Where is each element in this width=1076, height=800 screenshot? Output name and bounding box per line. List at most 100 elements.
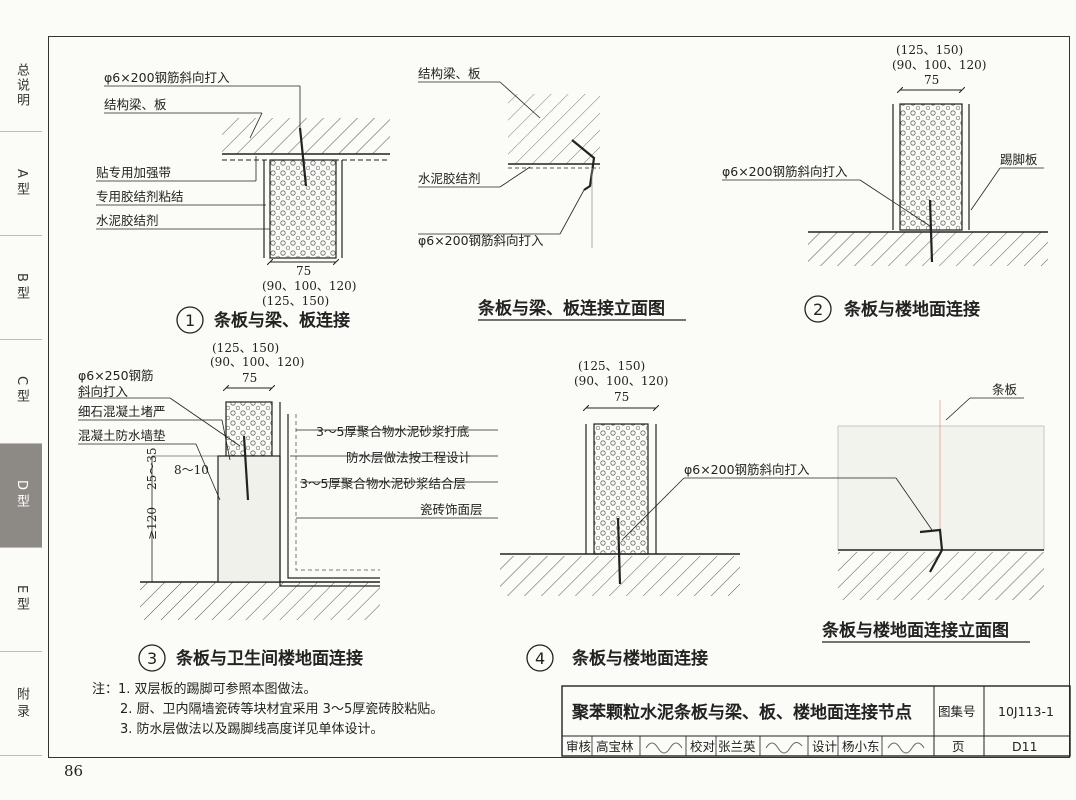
wall-panel [269,159,337,259]
atlas-number: 10J113-1 [998,704,1054,719]
checker-signature [765,742,803,754]
d1-dim-alt1: (90、100、120) [262,279,356,293]
d1-tape-label: 贴专用加强带 [96,165,171,180]
checker-name: 张兰英 [718,739,756,754]
d1-number-circle [176,306,204,334]
elev1-title: 条板与梁、板连接立面图 [477,298,665,319]
elev1-rebar-label: φ6×200钢筋斜向打入 [418,233,544,248]
note-item: 3. 防水层做法以及踢脚线高度详见单体设计。 [120,722,384,737]
d2-number-circle [804,295,832,323]
side-tab-c[interactable]: C型 [0,340,42,444]
d4-rebar-label: φ6×200钢筋斜向打入 [684,462,810,477]
drawing-frame [48,36,1070,758]
d1-dim-alt2: (125、150) [262,294,329,308]
d3-number-circle [138,644,166,672]
d4-dim-alt1: (90、100、120) [574,374,668,388]
detail-4-drawing [500,408,836,596]
elev1-beam-label: 结构梁、板 [418,66,481,81]
side-tab-d[interactable]: D型 [0,444,42,548]
d2-rebar-label: φ6×200钢筋斜向打入 [722,164,848,179]
d3-grout-label: 细石混凝土堵严 [78,404,166,419]
d3-dim-gap: 8～10 [174,463,209,477]
side-tab-general[interactable]: 总说明 [0,40,42,132]
d3-dim-h2: ≥120 [145,507,159,540]
d1-number: 1 [185,311,195,330]
elev2-title: 条板与楼地面连接立面图 [821,620,1009,641]
detail-2-drawing [722,90,1048,266]
side-tab-a[interactable]: A型 [0,132,42,236]
d2-skirting-label: 踢脚板 [1000,152,1038,167]
side-tab-label: A型 [14,168,29,199]
d2-dim-alt1: (90、100、120) [892,58,986,72]
note-item: 1. 双层板的踢脚可参照本图做法。 [118,682,317,697]
rebar [298,127,308,187]
title-block-title: 聚苯颗粒水泥条板与梁、板、楼地面连接节点 [571,702,912,723]
d4-number-circle [526,644,554,672]
rebar [616,517,622,585]
side-tab-label: D型 [14,479,29,511]
reviewer-name: 高宝林 [596,739,634,754]
side-tab-label: 附录 [14,686,29,721]
d1-title: 条板与梁、板连接 [213,310,350,331]
d4-dim: 75 [614,390,629,404]
d3-layer-4: 瓷砖饰面层 [420,502,483,517]
note-item: 2. 厨、卫内隔墙瓷砖等块材宜采用 3～5厚瓷砖胶粘贴。 [120,702,444,717]
side-tab-appendix[interactable]: 附录 [0,652,42,756]
d2-number: 2 [813,300,823,319]
page-number: 86 [64,762,84,780]
concrete-curb [217,455,281,583]
side-tab-label: 总说明 [14,63,29,108]
rebar [242,435,250,501]
wall-panel [593,423,649,555]
d3-dim: 75 [242,371,257,385]
side-tab-bar: 总说明 A型 B型 C型 D型 E型 附录 [0,0,42,760]
page-code: D11 [1012,739,1038,754]
rebar [928,199,934,263]
d3-dim-h1: 25～35 [145,447,159,490]
d1-adhesive-label: 专用胶结剂粘结 [96,189,184,204]
side-tab-e[interactable]: E型 [0,548,42,652]
d3-dim-alt1: (90、100、120) [210,355,304,369]
notes: 注：1. 双层板的踢脚可参照本图做法。 2. 厨、卫内隔墙瓷砖等块材宜采用 3～… [92,680,443,740]
designer-signature [887,742,925,754]
page-label: 页 [952,739,965,754]
beam-slab-hatch [222,118,390,154]
side-tab-label: E型 [14,584,29,615]
d3-rebar-label: φ6×250钢筋 [78,368,154,383]
design-label: 设计 [812,739,837,754]
detail-3-drawing [78,388,498,620]
d1-rebar-label: φ6×200钢筋斜向打入 [104,70,230,85]
side-tab-label: B型 [14,272,29,303]
side-tab-b[interactable]: B型 [0,236,42,340]
d2-dim-alt2: (125、150) [896,43,963,57]
d1-dim: 75 [296,264,311,278]
d4-number: 4 [535,649,545,668]
elev1-cement-label: 水泥胶结剂 [418,171,481,186]
d3-layer-2: 防水层做法按工程设计 [346,450,471,465]
d4-title: 条板与楼地面连接 [571,648,708,669]
review-label: 审核 [566,739,592,754]
d3-layer-1: 3～5厚聚合物水泥砂浆打底 [316,424,469,439]
check-label: 校对 [690,739,715,754]
side-tab-label: C型 [14,376,29,407]
wall-panel [225,401,273,457]
title-block [561,685,1071,757]
d3-rebar-label-2: 斜向打入 [78,384,129,399]
d3-layer-3: 3～5厚聚合物水泥砂浆结合层 [300,476,466,491]
detail-1-drawing [96,85,390,262]
atlas-label: 图集号 [938,704,976,719]
d3-number: 3 [147,649,157,668]
d3-curb-label: 混凝土防水墙垫 [78,428,166,443]
elevation-2-drawing [836,397,1045,600]
elev2-panel-label: 条板 [992,382,1018,397]
d3-title: 条板与卫生间楼地面连接 [175,648,363,669]
d1-cement-label: 水泥胶结剂 [96,213,159,228]
reviewer-signature [645,742,683,754]
notes-prefix: 注： [92,682,119,697]
d2-title: 条板与楼地面连接 [843,299,980,320]
elevation-1-drawing [418,81,600,248]
rebar [919,528,944,573]
d4-dim-alt2: (125、150) [578,359,645,373]
d2-dim: 75 [924,73,939,87]
